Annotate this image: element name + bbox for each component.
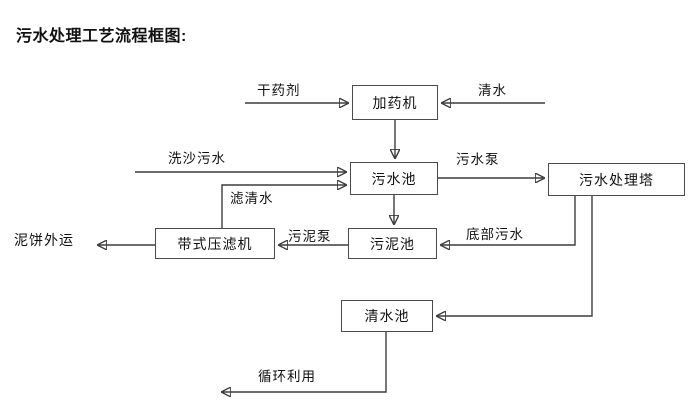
wire-tower-to-sludge-pool [441, 196, 576, 245]
node-treatment-tower[interactable]: 污水处理塔 [548, 163, 685, 196]
edge-label-sludge-pump: 污泥泵 [288, 229, 332, 244]
wire-tower-to-clear-water-pool [437, 196, 593, 316]
node-label: 污水处理塔 [579, 171, 654, 188]
page-title: 污水处理工艺流程框图: [16, 28, 187, 45]
node-sewage-pool[interactable]: 污水池 [350, 162, 438, 195]
wire-clear-water-pool-to-recycle [222, 332, 387, 392]
edge-label-dry-chemical: 干药剂 [257, 83, 301, 98]
edge-label-filtered-water: 滤清水 [230, 191, 274, 206]
node-dosing-machine[interactable]: 加药机 [352, 85, 438, 120]
node-label: 加药机 [372, 94, 418, 111]
terminal-label-mud-cake-out: 泥饼外运 [14, 232, 74, 248]
node-belt-filter-press[interactable]: 带式压滤机 [155, 228, 275, 259]
node-label: 清水池 [364, 308, 410, 324]
edge-label-bottom-sewage: 底部污水 [466, 227, 524, 242]
node-label: 污泥池 [370, 235, 415, 252]
edge-label-sewage-pump: 污水泵 [456, 152, 500, 167]
wire-filtered-water-to-sewage-pool [221, 185, 346, 228]
node-label: 带式压滤机 [177, 235, 253, 252]
edge-label-recycle-use: 循环利用 [258, 369, 316, 384]
node-clear-water-pool[interactable]: 清水池 [341, 300, 433, 332]
edge-label-clean-water: 清水 [478, 83, 507, 98]
node-sludge-pool[interactable]: 污泥池 [348, 228, 437, 259]
edge-label-sand-wash-water: 洗沙污水 [168, 151, 226, 166]
node-label: 污水池 [371, 170, 417, 187]
